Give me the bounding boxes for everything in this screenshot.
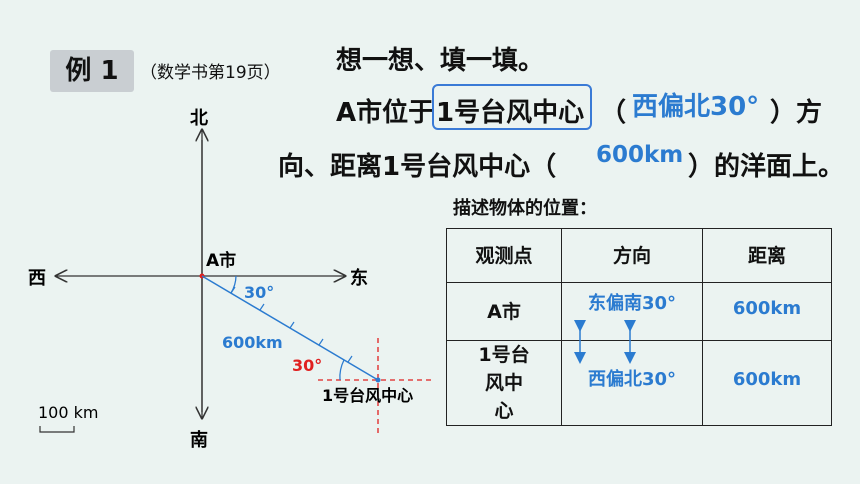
scale-bar: [39, 426, 75, 433]
question-line-3-start: 向、距离1号台风中心（: [278, 152, 557, 182]
typhoon-label: 1号台风中心: [322, 386, 413, 405]
city-label: A市: [206, 250, 236, 271]
table-row: 1号台风中心 西偏北30° 600km: [446, 340, 832, 426]
angle-label-typhoon: 30°: [292, 356, 322, 375]
cell-point: A市: [446, 282, 562, 341]
header-direction: 方向: [561, 228, 703, 283]
cell-distance: 600km: [702, 282, 832, 341]
direction-value: 东偏南30°: [587, 293, 677, 314]
north-label: 北: [190, 108, 208, 129]
tick: [289, 321, 295, 329]
paren-close: ）方: [770, 98, 823, 128]
answer-distance: 600km: [596, 142, 684, 168]
east-label: 东: [350, 267, 368, 289]
angle-arc-typhoon: [339, 359, 345, 381]
example-badge: 例 1: [50, 50, 134, 92]
tick: [259, 303, 265, 311]
header-distance: 距离: [702, 228, 832, 283]
source-note: （数学书第19页）: [140, 63, 281, 83]
question-line-2-start: A市位于: [336, 98, 435, 128]
answer-direction: 西偏北30°: [632, 92, 760, 122]
compass-diagram: 北 南 东 西 A市 30° 600km 30° 1号台风中心 100 km: [28, 108, 432, 451]
distance-label: 600km: [222, 333, 283, 352]
tick: [318, 338, 324, 346]
header-observation-point: 观测点: [446, 228, 562, 283]
direction-value: 西偏北30°: [587, 368, 677, 390]
west-label: 西: [28, 268, 46, 289]
angle-arc-city: [230, 275, 237, 294]
cell-distance: 600km: [702, 340, 832, 426]
direction-arrows: [574, 320, 636, 364]
angle-label-city: 30°: [244, 283, 274, 302]
scale-label: 100 km: [38, 403, 98, 422]
paren-open: （: [600, 98, 627, 128]
distance-value: 600km: [732, 298, 802, 319]
distance-value: 600km: [732, 368, 802, 390]
typhoon-point: [375, 377, 381, 383]
question-line-3-end: ）的洋面上。: [688, 152, 845, 182]
position-table: 观测点 方向 距离 A市 东偏南30° 600km 1号台风中心 西偏北30° …: [446, 228, 832, 426]
question-line-1: 想一想、填一填。: [336, 46, 545, 76]
table-title: 描述物体的位置：: [453, 198, 597, 219]
table-header-row: 观测点 方向 距离: [446, 228, 832, 283]
tick: [347, 355, 353, 363]
south-label: 南: [190, 429, 208, 451]
highlight-box: [432, 84, 592, 130]
cell-point: 1号台风中心: [446, 340, 562, 426]
question-boxed-term: 1号台风中心: [436, 98, 585, 128]
point-value: 1号台风中心: [478, 344, 530, 422]
